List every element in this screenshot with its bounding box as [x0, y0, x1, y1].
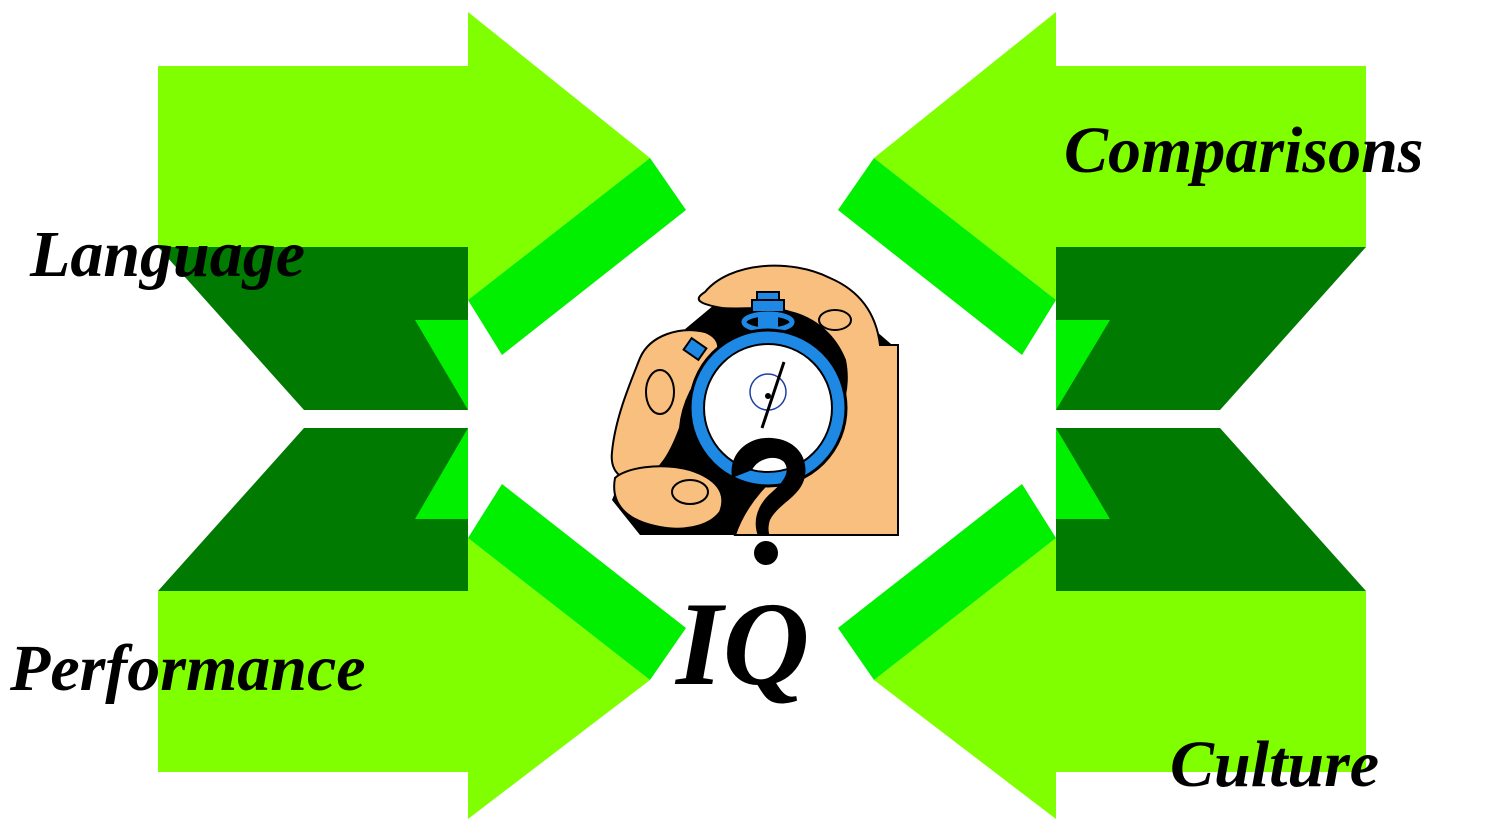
stopwatch-side-button — [682, 336, 708, 362]
arrow-bottom-right-bevel — [838, 484, 1056, 680]
arrow-top-left — [158, 12, 686, 410]
arrow-top-left-dark-face — [158, 247, 468, 410]
arrow-bottom-left-front-face — [158, 538, 650, 819]
arrow-bottom-right-front-face — [874, 538, 1366, 819]
question-mark-hook — [731, 437, 806, 536]
arrow-bottom-right — [838, 428, 1366, 819]
arrow-top-right-bevel — [838, 158, 1056, 355]
arrow-top-right-bright-notch — [1056, 320, 1110, 410]
stopwatch-hand — [760, 361, 786, 429]
arrow-top-right — [838, 12, 1366, 410]
stopwatch-pivot — [765, 393, 771, 399]
arrow-bottom-left-dark-face — [158, 428, 468, 591]
factor-label-culture: Culture — [1170, 728, 1380, 801]
stopwatch-crown-cap — [751, 299, 785, 313]
factor-label-language: Language — [30, 218, 306, 291]
arrow-bottom-left — [158, 428, 686, 819]
fingernail — [645, 369, 675, 415]
stopwatch-in-hand-icon — [610, 264, 899, 536]
arrow-top-right-dark-face — [1056, 247, 1366, 410]
question-mark-dot — [754, 541, 778, 565]
arrow-top-right-front-face — [874, 12, 1366, 300]
fingernail — [818, 309, 852, 331]
arrow-bottom-left-bevel — [468, 484, 686, 680]
arrow-top-left-bevel — [468, 158, 686, 355]
factor-label-performance: Performance — [10, 632, 366, 705]
arrow-bottom-right-dark-face — [1056, 428, 1366, 591]
center-label-iq: IQ — [676, 577, 810, 710]
arrow-top-left-bright-notch — [415, 320, 468, 410]
arrow-bottom-right-bright-notch — [1056, 428, 1110, 519]
arrow-bottom-left-bright-notch — [415, 428, 468, 519]
factor-label-comparisons: Comparisons — [1064, 114, 1424, 187]
fingernail — [671, 479, 709, 505]
arrow-top-left-front-face — [158, 12, 650, 300]
question-mark-icon — [731, 437, 806, 565]
